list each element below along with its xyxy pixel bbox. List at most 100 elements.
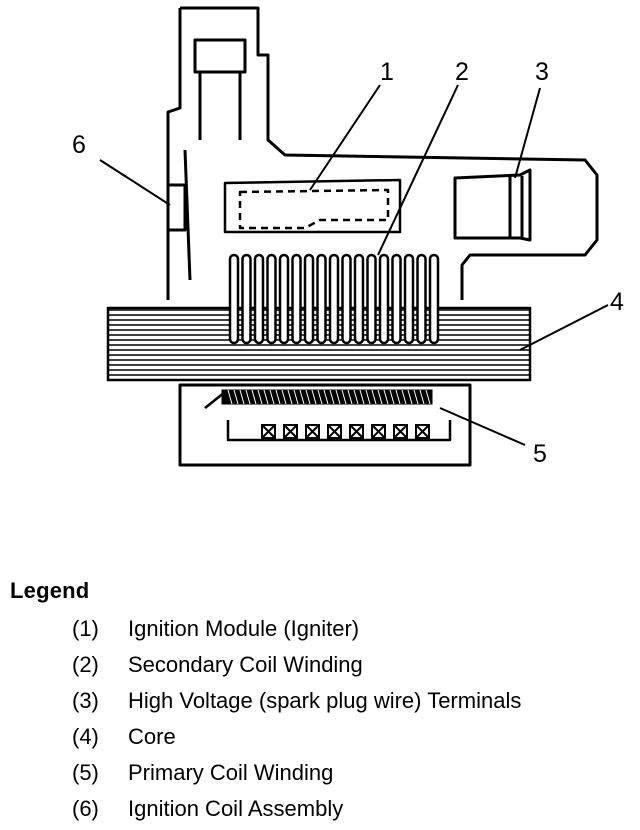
legend-item-label: Ignition Module (Igniter) [128, 616, 360, 641]
primary-winding-turn [365, 389, 371, 405]
primary-winding-turn [341, 389, 347, 405]
stem-channel [193, 38, 247, 140]
legend-item-number: (5) [72, 760, 99, 785]
winding-rib [266, 253, 277, 345]
leader-line-2 [377, 84, 459, 256]
primary-winding-turn [389, 389, 395, 405]
leader-line-1 [309, 84, 381, 191]
terminal-box-cross [393, 424, 408, 439]
terminal-box-cross [415, 424, 430, 439]
winding-rib [366, 253, 377, 345]
winding-rib [391, 253, 402, 345]
legend-item-number: (1) [72, 616, 99, 641]
winding-rib [278, 253, 290, 345]
winding-rib [378, 253, 390, 345]
callout-2: 2 [455, 58, 469, 86]
legend-item-label: Ignition Coil Assembly [128, 796, 344, 821]
winding-rib [303, 253, 315, 345]
callout-6: 6 [72, 131, 86, 159]
leader-line-3 [514, 87, 541, 179]
callout-4: 4 [610, 288, 624, 316]
ignition-coil-diagram: 1 2 3 4 5 6 [72, 6, 624, 468]
primary-winding-turn [281, 389, 287, 405]
primary-winding-turn [353, 389, 359, 405]
primary-winding [221, 389, 433, 405]
legend-item: (5) Primary Coil Winding [72, 760, 333, 786]
legend-item-label: Core [128, 724, 176, 749]
primary-winding-turn [335, 389, 341, 405]
leader-line-6 [99, 159, 171, 206]
primary-terminal-boxes [261, 424, 430, 439]
legend-item-label: High Voltage (spark plug wire) Terminals [128, 688, 522, 713]
terminal-box-cross [283, 424, 298, 439]
primary-winding-turn [413, 389, 419, 405]
legend-item-label: Secondary Coil Winding [128, 652, 363, 677]
legend-item: (2) Secondary Coil Winding [72, 652, 363, 678]
callout-5: 5 [533, 440, 547, 468]
legend-item-number: (3) [72, 688, 99, 713]
primary-winding-turn [377, 389, 383, 405]
legend-item-label: Primary Coil Winding [128, 760, 334, 785]
primary-winding-turn [239, 389, 245, 405]
primary-winding-turn [371, 389, 377, 405]
primary-winding-turn [299, 389, 305, 405]
ignition-module-box [223, 178, 402, 234]
primary-winding-turn [323, 389, 329, 405]
primary-winding-turn [275, 389, 281, 405]
legend-item: (1) Ignition Module (Igniter) [72, 616, 359, 642]
primary-winding-turn [395, 389, 401, 405]
callout-3: 3 [535, 58, 549, 86]
winding-rib [428, 253, 440, 345]
primary-winding-turn [359, 389, 365, 405]
terminal-box-cross [261, 424, 276, 439]
winding-rib [316, 253, 327, 345]
leader-line-4 [519, 304, 609, 351]
primary-winding-turn [305, 389, 311, 405]
primary-winding-turn [419, 389, 425, 405]
terminal-box-cross [371, 424, 386, 439]
primary-winding-turn [311, 389, 317, 405]
primary-winding-turn [233, 389, 239, 405]
callout-1: 1 [380, 58, 394, 86]
primary-winding-turn [425, 389, 431, 405]
primary-winding-turn [317, 389, 323, 405]
winding-rib [228, 253, 240, 345]
primary-winding-turn [407, 389, 413, 405]
hv-terminal [453, 168, 532, 242]
legend-item: (4) Core [72, 724, 176, 750]
primary-winding-turn [287, 389, 293, 405]
legend-item: (3) High Voltage (spark plug wire) Termin… [72, 688, 521, 714]
terminal-box-cross [349, 424, 364, 439]
legend-title: Legend [10, 578, 90, 603]
terminal-box-cross [327, 424, 342, 439]
primary-winding-turn [293, 389, 299, 405]
winding-rib [253, 253, 265, 345]
winding-rib [241, 253, 252, 345]
primary-winding-turn [257, 389, 263, 405]
leader-line-5 [439, 407, 526, 446]
winding-rib [291, 253, 302, 345]
primary-winding-turn [269, 389, 275, 405]
primary-winding-turn [329, 389, 335, 405]
primary-winding-turn [245, 389, 251, 405]
primary-winding-turn [251, 389, 257, 405]
winding-rib [403, 253, 415, 345]
legend-item: (6) Ignition Coil Assembly [72, 796, 343, 822]
legend-item-number: (4) [72, 724, 99, 749]
legend-item-number: (2) [72, 652, 99, 677]
primary-coil-housing [178, 383, 472, 467]
secondary-winding-ribs [228, 253, 440, 345]
primary-winding-turn [347, 389, 353, 405]
terminal-box-cross [305, 424, 320, 439]
ignition-module-dashed [238, 188, 390, 230]
side-bracket [168, 149, 192, 281]
primary-winding-turn [263, 389, 269, 405]
primary-winding-turn [383, 389, 389, 405]
primary-winding-turn [227, 389, 233, 405]
winding-rib [416, 253, 427, 345]
winding-rib [353, 253, 365, 345]
primary-winding-turn [401, 389, 407, 405]
winding-rib [328, 253, 340, 345]
winding-rib [341, 253, 352, 345]
legend-item-number: (6) [72, 796, 99, 821]
